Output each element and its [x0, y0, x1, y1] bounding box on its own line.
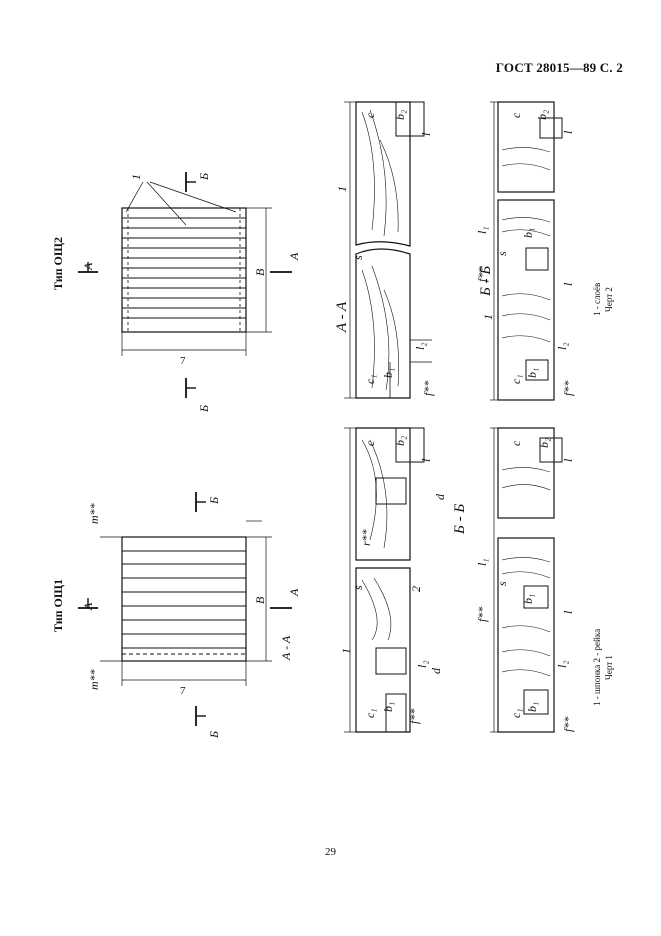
- page-number: 29: [325, 846, 336, 858]
- label-f-aa1: f**: [407, 709, 421, 724]
- caption-fig-osch1: Черт 1: [604, 655, 614, 680]
- label-l-bb2: l: [561, 130, 575, 134]
- caption-legend-osch1: 1 - шпонка 2 - рейка: [592, 629, 602, 706]
- label-l-aa1: l: [419, 458, 433, 462]
- label-item-2: 2: [409, 586, 423, 592]
- label-l-1: l: [419, 132, 433, 136]
- label-m-left: m**: [87, 669, 101, 690]
- label-c1-1: c₁: [363, 375, 377, 385]
- label-r-aa1: r**: [359, 529, 373, 546]
- caption-fig-osch2: Черт 2: [604, 287, 614, 312]
- label-l-bb1: l: [561, 458, 575, 462]
- label-dim-b-2: B: [253, 268, 267, 276]
- label-item-1-aa2: 1: [335, 186, 349, 192]
- label-d2-aa1: d: [429, 667, 443, 674]
- panel-outline-osch1: [121, 536, 247, 662]
- label-a-left-2: A: [81, 262, 95, 271]
- label-f-bb2: f**: [475, 267, 489, 282]
- label-b-top-2: Б: [197, 173, 211, 181]
- label-b2-bb2: b₂: [535, 110, 549, 120]
- label-b-bb2: b₁: [521, 228, 535, 238]
- label-item-1-bb2: 1: [481, 314, 495, 320]
- label-s-bb2: s: [495, 251, 509, 256]
- label-c-bb2: c: [509, 112, 523, 118]
- label-b-bottom-2: Б: [197, 405, 211, 413]
- type-label-osch2: Тип ОЩ2: [51, 237, 65, 290]
- label-s-bottom: s: [351, 585, 365, 590]
- label-dim-7-osch1: 7: [180, 685, 186, 697]
- label-l2-aa1: l₂: [415, 660, 429, 668]
- label-L-bb2: l: [561, 282, 575, 286]
- label-a-right-2: A: [287, 252, 301, 261]
- section-aa-osch1: [344, 427, 425, 733]
- label-dim-b-1: B: [253, 596, 267, 604]
- label-b2-bb1: b₂: [537, 438, 551, 448]
- label-item-1-aa1: 1: [339, 648, 353, 654]
- label-c-aa1: c: [363, 440, 377, 446]
- label-b1-1: b₁: [381, 368, 395, 378]
- label-s-top: s: [351, 255, 365, 260]
- label-l1-bb1: l₁: [475, 558, 489, 566]
- label-f-bb1: f**: [475, 607, 489, 622]
- label-b2-aa1: b₂: [393, 436, 407, 446]
- label-c1-bb2: c₁: [509, 375, 523, 385]
- label-b1-bb2: b₁: [525, 368, 539, 378]
- label-f-1: f**: [421, 381, 435, 396]
- label-b-bb1: b₁: [521, 594, 535, 604]
- label-s-bb1: s: [495, 581, 509, 586]
- label-dim-7-osch2: 7: [180, 355, 186, 367]
- label-b1-aa1: b₁: [381, 702, 395, 712]
- panel-osch2: [78, 172, 292, 398]
- label-l2-1: l₂: [413, 342, 427, 350]
- label-a-right-1: A: [287, 588, 301, 597]
- label-c-bb1: c: [509, 440, 523, 446]
- label-section-bb-1: Б - Б: [452, 504, 468, 535]
- label-f2-bb2: f**: [561, 381, 575, 396]
- label-m-right: m**: [87, 503, 101, 524]
- label-c-1: c: [363, 112, 377, 118]
- panel-outline-osch2: [121, 207, 247, 333]
- label-l2-bb2: l₂: [555, 342, 569, 350]
- label-c1-aa1: c₁: [363, 709, 377, 719]
- label-item-1-top: 1: [129, 174, 143, 180]
- type-label-osch1: Тип ОЩ1: [51, 579, 65, 632]
- label-section-aa-2: A - A: [334, 301, 350, 333]
- label-section-aa-1: A - A: [279, 635, 293, 661]
- page-header: ГОСТ 28015—89 С. 2: [495, 60, 623, 75]
- label-a-left-1: A: [81, 602, 95, 611]
- section-bb-osch2: [490, 101, 563, 401]
- label-l2-bb1: l₂: [555, 660, 569, 668]
- section-aa-osch2: [344, 101, 432, 399]
- label-section-bb-2: Б - Б: [478, 266, 494, 297]
- section-bb-osch1: [490, 427, 563, 733]
- panel-osch1: [78, 492, 292, 726]
- label-d-aa1: d: [433, 493, 447, 500]
- label-c1-bb1: c₁: [509, 709, 523, 719]
- label-b1-bb1: b₁: [525, 702, 539, 712]
- label-b-top-1: Б: [207, 497, 221, 505]
- label-f2-bb1: f**: [561, 717, 575, 732]
- label-b2-1: b₂: [393, 110, 407, 120]
- label-L-bb1: l: [561, 610, 575, 614]
- caption-legend-osch2: 1 - слоёв: [592, 283, 602, 316]
- label-l1-bb2: l₁: [475, 226, 489, 234]
- label-b-bottom-1: Б: [207, 731, 221, 739]
